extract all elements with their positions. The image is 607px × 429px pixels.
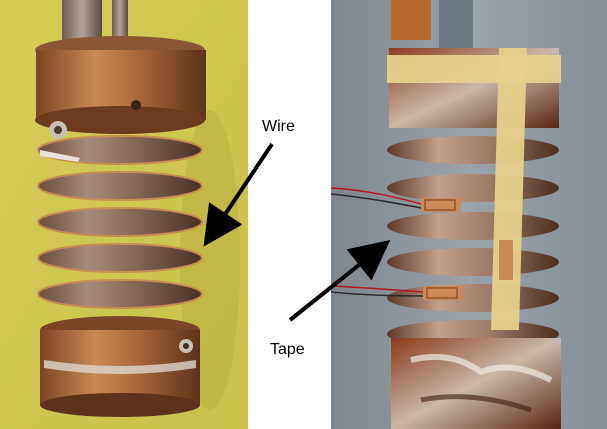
- spring-tape-photo-graphic: [331, 0, 607, 429]
- spring-wire-photo-graphic: [0, 0, 248, 429]
- tape-label: Tape: [270, 341, 305, 358]
- tape-arrow: [288, 240, 391, 322]
- wire-arrow: [203, 142, 274, 247]
- photo-spring-with-wire: [0, 0, 248, 429]
- photo-spring-with-tape: [331, 0, 607, 429]
- wire-label: Wire: [262, 118, 295, 135]
